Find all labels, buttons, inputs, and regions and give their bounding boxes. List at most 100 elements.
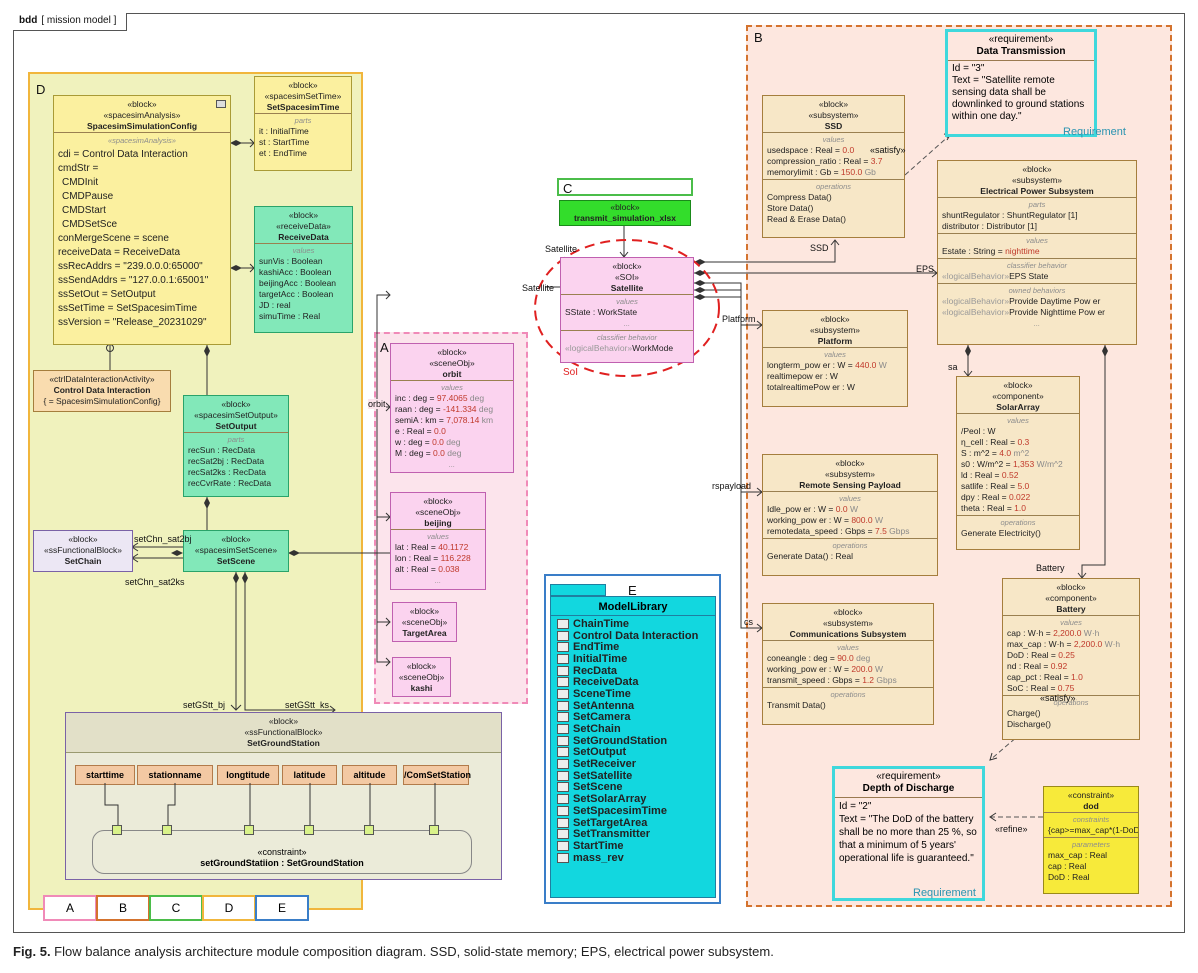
library-item[interactable]: mass_rev	[557, 852, 709, 864]
class-icon	[557, 712, 569, 723]
port-starttime[interactable]: starttime	[75, 765, 135, 785]
value-row: lat : Real = 40.1172	[395, 542, 469, 552]
eps-block[interactable]: «block» «subsystem» Electrical Power Sub…	[937, 160, 1137, 345]
target-area-block[interactable]: «block» «sceneObj» TargetArea	[392, 602, 457, 642]
value-row: Idle_pow er : W = 0.0 W	[767, 504, 858, 514]
constraint-pin[interactable]	[112, 825, 122, 835]
set-output-block[interactable]: «block» «spacesimSetOutput» SetOutput pa…	[183, 395, 289, 497]
block-stereotype: «ssFunctionalBlock»	[44, 545, 122, 555]
region-label-d: D	[36, 82, 46, 97]
section-caption: classifier behavior	[1006, 261, 1068, 270]
battery-block[interactable]: «block» «component» Battery values cap :…	[1002, 578, 1140, 740]
port-latitude[interactable]: latitude	[282, 765, 337, 785]
kashi-block[interactable]: «block» «sceneObj» kashi	[392, 657, 451, 697]
library-item[interactable]: SetReceiver	[557, 758, 709, 770]
value-row: DoD : Real = 0.25	[1007, 650, 1075, 660]
section-caption: values	[427, 532, 449, 541]
transmit-simulation-block[interactable]: «block» transmit_simulation_xlsx	[559, 200, 691, 226]
port-comsetstation[interactable]: /ComSetStation	[403, 765, 471, 785]
library-item-label: SceneTime	[573, 687, 631, 700]
library-item[interactable]: SetChain	[557, 723, 709, 735]
constraint-pin[interactable]	[364, 825, 374, 835]
constraint-pin[interactable]	[304, 825, 314, 835]
constraint-pin[interactable]	[162, 825, 172, 835]
config-row: ssSetTime = SetSpacesimTime	[58, 303, 198, 314]
requirement-stereotype: «requirement»	[876, 771, 941, 782]
spacesim-simulation-config-block[interactable]: «block» «spacesimAnalysis» SpacesimSimul…	[53, 95, 231, 345]
library-item[interactable]: ReceiveData	[557, 676, 709, 688]
library-item[interactable]: SetScene	[557, 781, 709, 793]
dod-constraint-block[interactable]: «constraint» dod constraints {cap>=max_c…	[1043, 786, 1139, 894]
set-spacesim-time-block[interactable]: «block» «spacesimSetTime» SetSpacesimTim…	[254, 76, 352, 171]
constraint-expr: {cap>=max_cap*(1-DoD)}	[1048, 825, 1139, 835]
remote-sensing-payload-block[interactable]: «block» «subsystem» Remote Sensing Paylo…	[762, 454, 938, 576]
communications-subsystem-block[interactable]: «block» «subsystem» Communications Subsy…	[762, 603, 934, 725]
soi-label: SoI	[563, 367, 579, 378]
class-icon	[557, 794, 569, 805]
library-item[interactable]: SetSatellite	[557, 770, 709, 782]
library-item-label: SetSpacesimTime	[573, 804, 667, 817]
figure-caption-text: Flow balance analysis architecture modul…	[50, 944, 774, 959]
block-stereotype: «sceneObj»	[398, 672, 445, 682]
library-item[interactable]: ChainTime	[557, 618, 709, 630]
data-transmission-requirement[interactable]: «requirement» Data Transmission Id = "3"…	[945, 29, 1097, 137]
block-stereotype: «block»	[288, 210, 319, 220]
value-row: SoC : Real = 0.75	[1007, 683, 1075, 693]
library-item[interactable]: SceneTime	[557, 688, 709, 700]
receive-data-block[interactable]: «block» «receiveData» ReceiveData values…	[254, 206, 353, 333]
library-item-label: SetSatellite	[573, 769, 633, 782]
library-item[interactable]: SetSpacesimTime	[557, 805, 709, 817]
value-row: kashiAcc : Boolean	[259, 267, 332, 277]
edge-label-setgstt-bj: setGStt_bj	[183, 700, 226, 710]
library-item-label: StartTime	[573, 839, 624, 852]
library-item[interactable]: SetTargetArea	[557, 817, 709, 829]
beijing-block[interactable]: «block» «sceneObj» beijing values lat : …	[390, 492, 486, 590]
block-name: SetScene	[216, 556, 256, 566]
class-icon	[557, 852, 569, 863]
library-item[interactable]: SetCamera	[557, 711, 709, 723]
library-item[interactable]: RecData	[557, 665, 709, 677]
library-item[interactable]: InitialTime	[557, 653, 709, 665]
part-row: shuntRegulator : ShuntRegulator [1]	[942, 210, 1078, 220]
port-altitude[interactable]: altitude	[342, 765, 397, 785]
library-item[interactable]: EndTime	[557, 641, 709, 653]
class-icon	[557, 665, 569, 676]
library-item[interactable]: SetAntenna	[557, 700, 709, 712]
library-item[interactable]: Control Data Interaction	[557, 630, 709, 642]
set-scene-block[interactable]: «block» «spacesimSetScene» SetScene	[183, 530, 289, 572]
library-item[interactable]: SetTransmitter	[557, 828, 709, 840]
satellite-block[interactable]: «block» «SOI» Satellite values SState : …	[560, 257, 694, 363]
set-chain-block[interactable]: «block» «ssFunctionalBlock» SetChain	[33, 530, 133, 572]
block-stereotype: «component»	[1045, 593, 1097, 603]
block-name: SetOutput	[215, 421, 257, 431]
block-name: SetSpacesimTime	[266, 102, 340, 112]
control-data-interaction-block[interactable]: «ctrlDataInteractionActivity» Control Da…	[33, 370, 171, 412]
port-longtitude[interactable]: longtitude	[217, 765, 279, 785]
part-row: st : StartTime	[259, 137, 310, 147]
edge-label-setchn-bj: setChn_sat2bj	[134, 534, 192, 544]
section-caption: owned behaviors	[1008, 286, 1066, 295]
library-item[interactable]: StartTime	[557, 840, 709, 852]
library-item[interactable]: SetGroundStation	[557, 735, 709, 747]
value-row: satlife : Real = 5.0	[961, 481, 1030, 491]
constraint-pin[interactable]	[429, 825, 439, 835]
orbit-block[interactable]: «block» «sceneObj» orbit values inc : de…	[390, 343, 514, 473]
library-item[interactable]: SetOutput	[557, 746, 709, 758]
platform-block[interactable]: «block» «subsystem» Platform values long…	[762, 310, 908, 407]
block-stereotype: «spacesimSetScene»	[194, 545, 278, 555]
value-row: S : m^2 = 4.0 m^2	[961, 448, 1030, 458]
edge-label-satellite: Satellite	[522, 283, 555, 293]
block-stereotype: «spacesimSetTime»	[264, 91, 342, 101]
legend-a: A	[43, 895, 97, 921]
section-caption: operations	[832, 541, 868, 550]
port-stationname[interactable]: stationname	[137, 765, 213, 785]
constraint-pin[interactable]	[244, 825, 254, 835]
depth-of-discharge-requirement[interactable]: «requirement» Depth of Discharge Id = "2…	[832, 766, 985, 901]
region-c	[557, 178, 693, 196]
solar-array-block[interactable]: «block» «component» SolarArray values /P…	[956, 376, 1080, 550]
class-icon	[557, 829, 569, 840]
ssd-block[interactable]: «block» «subsystem» SSD values usedspace…	[762, 95, 905, 238]
library-item[interactable]: SetSolarArray	[557, 793, 709, 805]
region-label-a: A	[380, 340, 389, 355]
